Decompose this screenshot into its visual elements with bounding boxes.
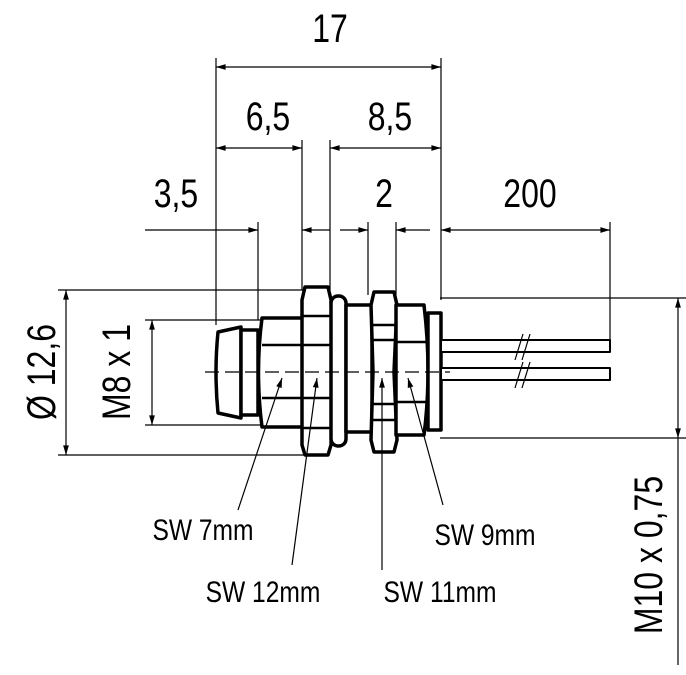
dim-2: 2 [375, 171, 393, 216]
connector-body [205, 285, 611, 457]
label-sw7: SW 7mm [152, 513, 253, 547]
dim-200: 200 [503, 171, 556, 216]
dim-17: 17 [312, 6, 348, 51]
extension-lines [58, 58, 686, 456]
dimension-labels: 17 6,5 8,5 3,5 2 200 Ø 12,6 M8 x 1 M10 x… [19, 6, 671, 635]
wrench-size-labels: SW 7mm SW 12mm SW 9mm SW 11mm [152, 513, 535, 609]
cable-break-marks [514, 333, 531, 389]
dim-8-5: 8,5 [368, 94, 412, 139]
label-sw12: SW 12mm [206, 575, 321, 609]
dim-diameter: Ø 12,6 [19, 324, 64, 420]
dim-rear-thread: M10 x 0,75 [626, 476, 671, 634]
leader-lines [237, 377, 444, 570]
label-sw11: SW 11mm [384, 575, 497, 609]
label-sw9: SW 9mm [434, 518, 535, 552]
dim-front-thread: M8 x 1 [94, 324, 139, 420]
dim-6-5: 6,5 [246, 94, 290, 139]
dimension-lines [63, 64, 681, 665]
dim-3-5: 3,5 [154, 171, 198, 216]
